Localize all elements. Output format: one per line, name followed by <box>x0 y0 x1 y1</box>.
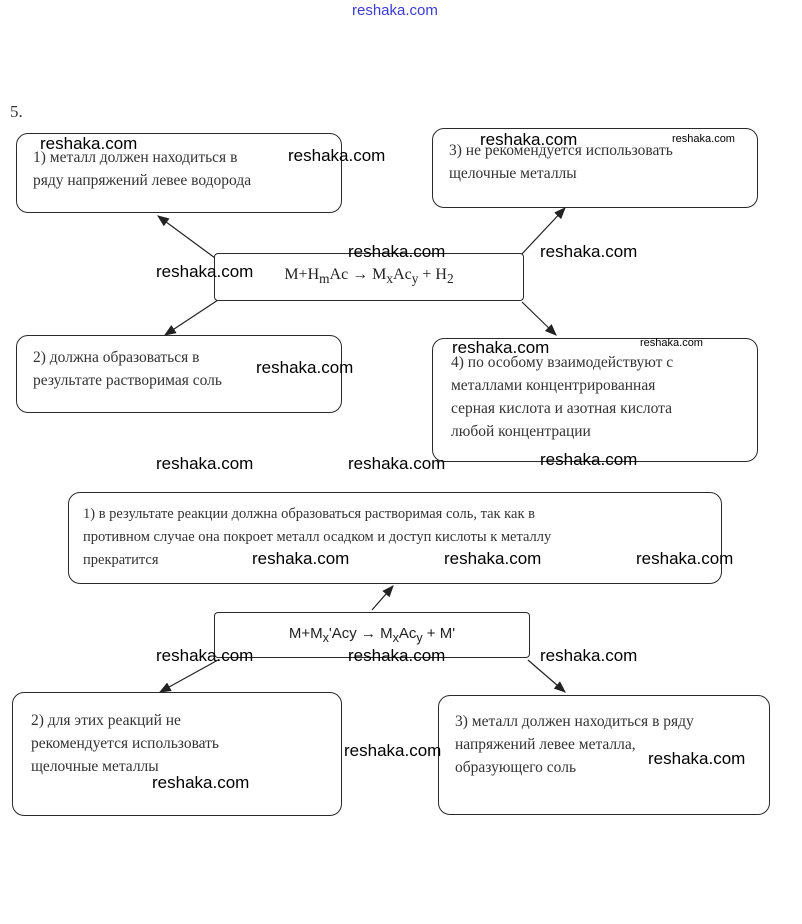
d2-box3-line2: напряжений левее металла, <box>455 736 636 753</box>
task-number: 5. <box>10 102 23 121</box>
watermark: reshaka.com <box>540 450 638 469</box>
watermark: reshaka.com <box>636 549 734 568</box>
watermark: reshaka.com <box>648 749 746 768</box>
watermark: reshaka.com <box>348 242 446 261</box>
d2-eq-text: M+Mx'Acy → MxAcy + M' <box>288 625 456 645</box>
watermark: reshaka.com <box>348 454 446 473</box>
watermark: reshaka.com <box>452 338 550 357</box>
d1-box1-line2: ряду напряжений левее водорода <box>33 172 252 189</box>
d1-eq-text: M+HmAc → MxAcy + H2 <box>284 266 454 287</box>
d1-box3-line1: 3) не рекомендуется использовать <box>449 142 673 159</box>
watermark: reshaka.com <box>540 646 638 665</box>
arrow-to-box4 <box>521 301 557 336</box>
d1-box1: 1) металл должен находиться в ряду напря… <box>16 133 342 213</box>
d1-box4-line1: 4) по особому взаимодействуют с <box>451 354 674 371</box>
d1-box4-line4: любой концентрации <box>451 423 591 440</box>
d2-box3-line1: 3) металл должен находиться в ряду <box>455 713 694 730</box>
watermark: reshaka.com <box>344 741 442 760</box>
d1-box3-line2: щелочные металлы <box>449 165 577 182</box>
watermark: reshaka.com <box>480 130 578 149</box>
d1-box2-line2: результате растворимая соль <box>33 372 222 389</box>
watermark: reshaka.com <box>540 242 638 261</box>
d2-box1-line1: 1) в результате реакции должна образоват… <box>83 506 535 522</box>
d1-box1-line1: 1) металл должен находиться в <box>33 149 238 166</box>
d1-box2: 2) должна образоваться в результате раст… <box>16 335 342 413</box>
d2-box2: 2) для этих реакций не рекомендуется исп… <box>12 692 342 816</box>
d2-box1-line2: противном случае она покроет металл осад… <box>83 529 552 545</box>
d2-equation: M+Mx'Acy → MxAcy + M' <box>214 612 530 658</box>
d1-box4: 4) по особому взаимодействуют с металлам… <box>432 338 758 462</box>
watermark: reshaka.com <box>672 133 735 145</box>
watermark: reshaka.com <box>252 549 350 568</box>
watermark: reshaka.com <box>444 549 542 568</box>
arrow-to-box3 <box>519 207 566 257</box>
watermark: reshaka.com <box>256 358 354 377</box>
d1-box4-line2: металлами концентрированная <box>451 377 656 394</box>
watermark: reshaka.com <box>152 773 250 792</box>
watermark: reshaka.com <box>156 646 254 665</box>
d2-box3: 3) металл должен находиться в ряду напря… <box>438 695 770 815</box>
arrow-to-box7 <box>527 659 566 693</box>
d1-box2-line1: 2) должна образоваться в <box>33 349 200 366</box>
d1-box3: 3) не рекомендуется использовать щелочны… <box>432 128 758 208</box>
site-header[interactable]: reshaka.com <box>352 2 438 19</box>
watermark: reshaka.com <box>156 454 254 473</box>
d2-box2-line2: рекомендуется использовать <box>31 735 220 752</box>
watermark: reshaka.com <box>156 262 254 281</box>
arrow-to-box6 <box>158 659 219 693</box>
d1-equation: M+HmAc → MxAcy + H2 <box>214 253 524 301</box>
d2-box3-line3: образующего соль <box>455 759 577 776</box>
watermark: reshaka.com <box>640 337 703 349</box>
watermark: reshaka.com <box>288 146 386 165</box>
arrow-to-box1 <box>157 215 216 259</box>
watermark: reshaka.com <box>40 134 138 153</box>
d2-box1: 1) в результате реакции должна образоват… <box>68 492 722 584</box>
arrow-to-box5 <box>371 585 394 611</box>
arrow-to-box2 <box>163 299 219 336</box>
watermark: reshaka.com <box>348 646 446 665</box>
d1-box4-line3: серная кислота и азотная кислота <box>451 400 672 417</box>
d2-box1-line3: прекратится <box>83 552 159 568</box>
d2-box2-line3: щелочные металлы <box>31 758 159 775</box>
d2-box2-line1: 2) для этих реакций не <box>31 712 181 729</box>
